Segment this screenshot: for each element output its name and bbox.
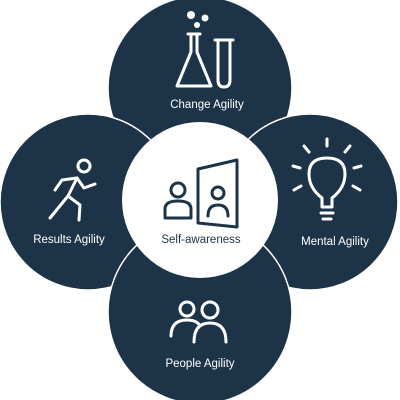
lightbulb-icon (291, 137, 363, 221)
people-icon (169, 300, 228, 344)
lab-flask-icon (175, 11, 235, 89)
results-agility-label: Results Agility (33, 234, 105, 246)
self-awareness-circle (122, 122, 278, 278)
self-awareness-label: Self-awareness (161, 234, 241, 246)
change-agility-label: Change Agility (170, 99, 244, 111)
people-agility-label: People Agility (165, 358, 234, 370)
running-person-icon (48, 158, 97, 222)
person-mirror-icon (163, 158, 239, 229)
mental-agility-label: Mental Agility (301, 236, 369, 248)
